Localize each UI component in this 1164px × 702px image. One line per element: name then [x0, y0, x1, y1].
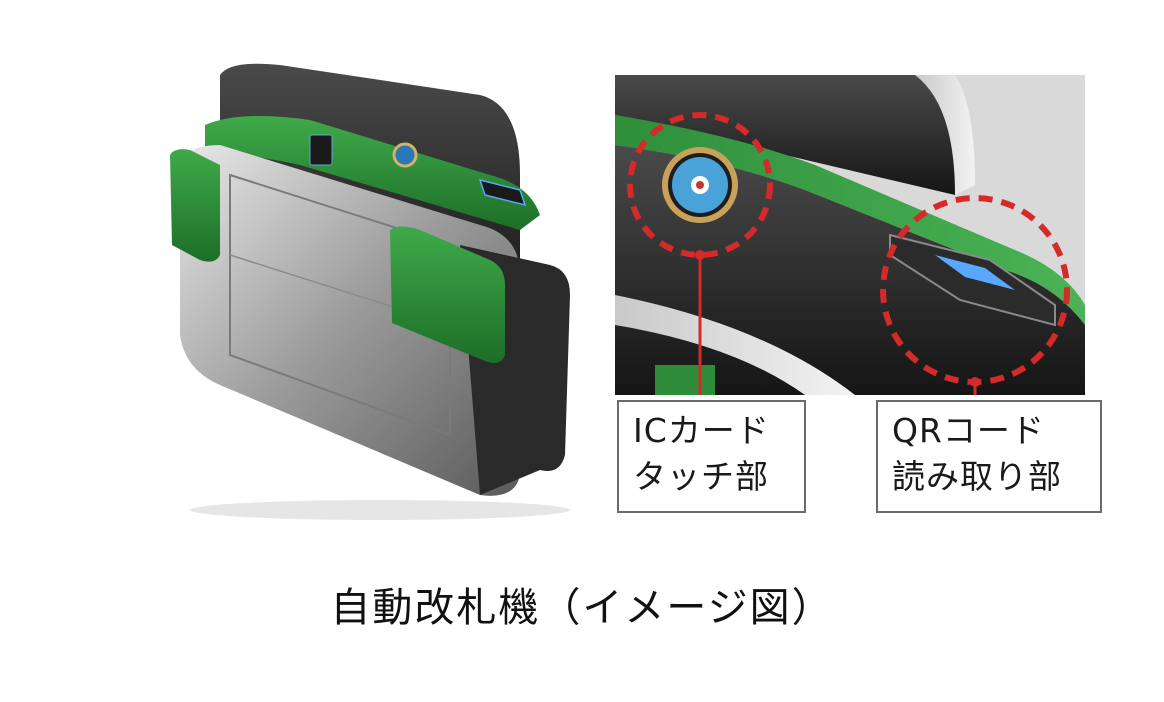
ic-card-touch-pad	[662, 147, 738, 223]
ic-highlight-circle	[627, 112, 773, 258]
ic-card-callout: ICカード タッチ部	[617, 400, 806, 513]
ic-card-reader-icon	[392, 142, 418, 168]
qr-reader-icon	[478, 178, 527, 207]
gate-closeup-illustration	[615, 75, 1085, 395]
ticket-gate-illustration	[160, 55, 580, 530]
ticket-gate-graphic	[170, 63, 570, 520]
qr-code-callout: QRコード 読み取り部	[876, 400, 1102, 513]
gate-closeup-graphic	[615, 75, 1085, 395]
figure-caption: 自動改札機（イメージ図）	[330, 585, 834, 631]
